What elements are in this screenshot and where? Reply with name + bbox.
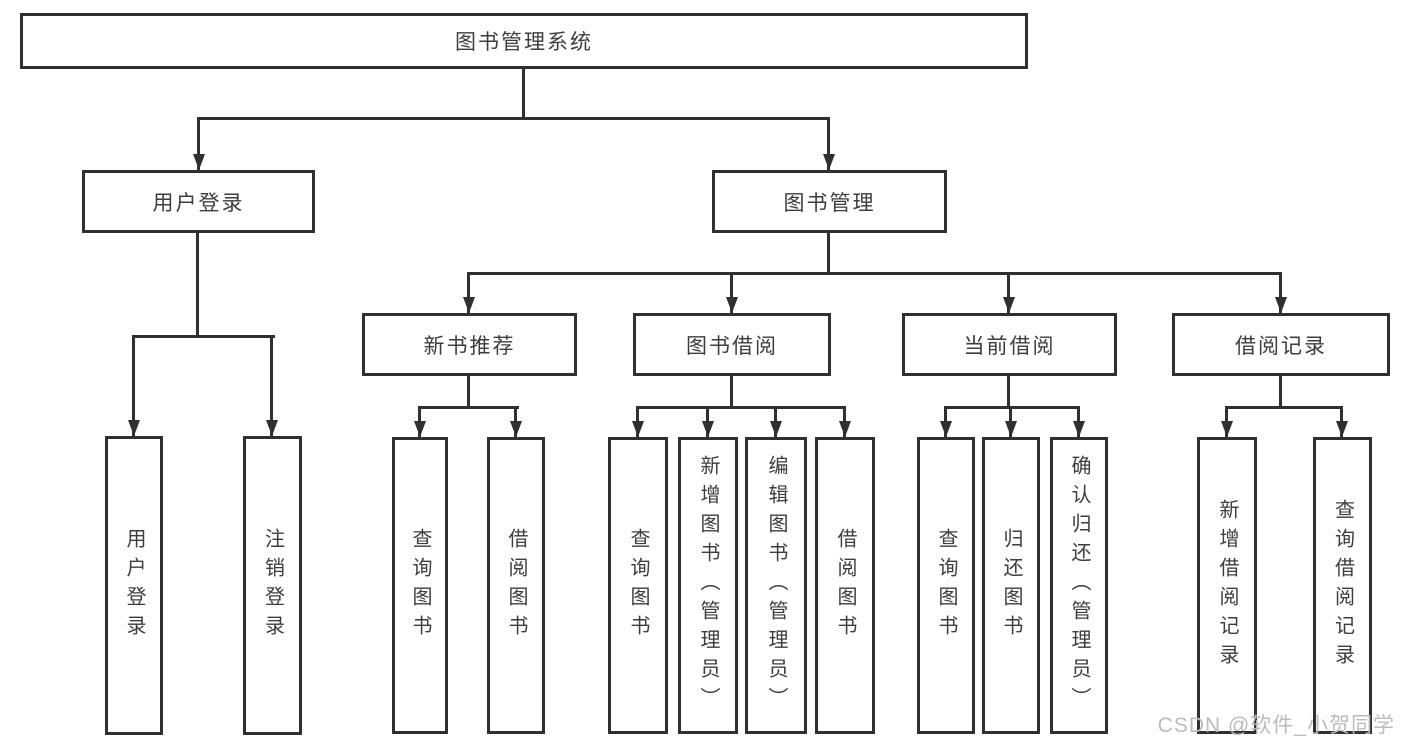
leaf-edit-books-admin: 编辑图书（管理员） — [745, 437, 807, 734]
leaf-borrow-books-recommend: 借阅图书 — [487, 437, 545, 734]
arrow-down-icon — [1073, 421, 1085, 437]
connector-line — [197, 117, 830, 120]
node-label: 借阅图书 — [834, 527, 856, 644]
leaf-confirm-return-admin: 确认归还（管理员） — [1050, 437, 1108, 734]
node-label: 新增图书（管理员） — [697, 455, 719, 716]
arrow-down-icon — [940, 421, 952, 437]
node-label: 新增借阅记录 — [1216, 498, 1238, 673]
arrow-down-icon — [1005, 421, 1017, 437]
leaf-logout-login: 注销登录 — [243, 436, 302, 735]
arrow-down-icon — [632, 421, 644, 437]
arrow-down-icon — [510, 421, 522, 437]
node-label: 注销登录 — [261, 527, 284, 644]
node-label: 用户登录 — [152, 191, 245, 215]
node-label: 借阅记录 — [1235, 334, 1327, 358]
arrow-down-icon — [702, 421, 714, 437]
connector-line — [522, 69, 525, 117]
arrow-down-icon — [193, 154, 205, 170]
node-label: 图书管理 — [783, 191, 876, 215]
arrow-down-icon — [823, 154, 835, 170]
connector-line — [1007, 375, 1010, 406]
leaf-return-books: 归还图书 — [982, 437, 1040, 734]
node-book-borrowing: 图书借阅 — [633, 313, 831, 376]
connector-line — [132, 335, 275, 338]
connector-line — [467, 375, 470, 406]
connector-line — [730, 375, 733, 406]
arrow-down-icon — [266, 420, 278, 436]
leaf-query-books-recommend: 查询图书 — [392, 437, 448, 734]
arrow-down-icon — [128, 420, 140, 436]
arrow-down-icon — [1336, 421, 1348, 437]
connector-line — [467, 272, 470, 314]
arrow-down-icon — [1221, 421, 1233, 437]
connector-line — [1279, 272, 1282, 314]
leaf-query-borrow-record: 查询借阅记录 — [1313, 437, 1372, 734]
connector-line — [730, 272, 733, 314]
connector-line — [132, 335, 135, 436]
node-current-borrowing: 当前借阅 — [902, 313, 1117, 376]
connector-line — [467, 272, 1282, 275]
connector-line — [827, 232, 830, 273]
node-label: 图书借阅 — [686, 334, 778, 358]
node-label: 用户登录 — [123, 527, 145, 644]
connector-line — [196, 233, 199, 335]
arrow-down-icon — [770, 421, 782, 437]
leaf-add-borrow-record: 新增借阅记录 — [1197, 437, 1257, 734]
leaf-query-books-borrowing: 查询图书 — [608, 437, 668, 734]
node-book-management: 图书管理 — [712, 170, 947, 233]
node-label: 图书管理系统 — [455, 31, 593, 54]
node-label: 查询图书 — [627, 527, 649, 644]
node-label: 编辑图书（管理员） — [765, 455, 787, 716]
connector-line — [636, 406, 846, 409]
connector-line — [944, 406, 1080, 409]
node-borrowing-records: 借阅记录 — [1172, 313, 1390, 376]
node-label: 查询借阅记录 — [1331, 498, 1354, 673]
node-library-management-system: 图书管理系统 — [20, 13, 1028, 69]
node-label: 借阅图书 — [505, 527, 527, 644]
connector-line — [418, 406, 519, 409]
connector-line — [270, 335, 273, 436]
arrow-down-icon — [1003, 297, 1015, 313]
connector-line — [1279, 375, 1282, 406]
connector-line — [1007, 272, 1010, 314]
node-label: 查询图书 — [409, 527, 431, 644]
arrow-down-icon — [463, 297, 475, 313]
watermark: CSDN @软件_小贺同学 — [1157, 714, 1395, 737]
leaf-user-login: 用户登录 — [105, 436, 163, 735]
node-label: 归还图书 — [1000, 527, 1022, 644]
leaf-borrow-books-borrowing: 借阅图书 — [815, 437, 875, 734]
arrow-down-icon — [414, 421, 426, 437]
leaf-query-books-current: 查询图书 — [917, 437, 975, 734]
arrow-down-icon — [1275, 297, 1287, 313]
node-label: 新书推荐 — [423, 334, 516, 358]
connector-line — [197, 117, 200, 170]
leaf-add-books-admin: 新增图书（管理员） — [678, 437, 738, 734]
node-label: 当前借阅 — [963, 334, 1056, 358]
connector-line — [1225, 406, 1343, 409]
arrow-down-icon — [839, 421, 851, 437]
connector-line — [827, 117, 830, 170]
node-new-book-recommendation: 新书推荐 — [362, 313, 577, 376]
node-label: 确认归还（管理员） — [1068, 455, 1090, 716]
node-user-login: 用户登录 — [82, 170, 315, 233]
node-label: 查询图书 — [935, 527, 957, 644]
arrow-down-icon — [726, 297, 738, 313]
